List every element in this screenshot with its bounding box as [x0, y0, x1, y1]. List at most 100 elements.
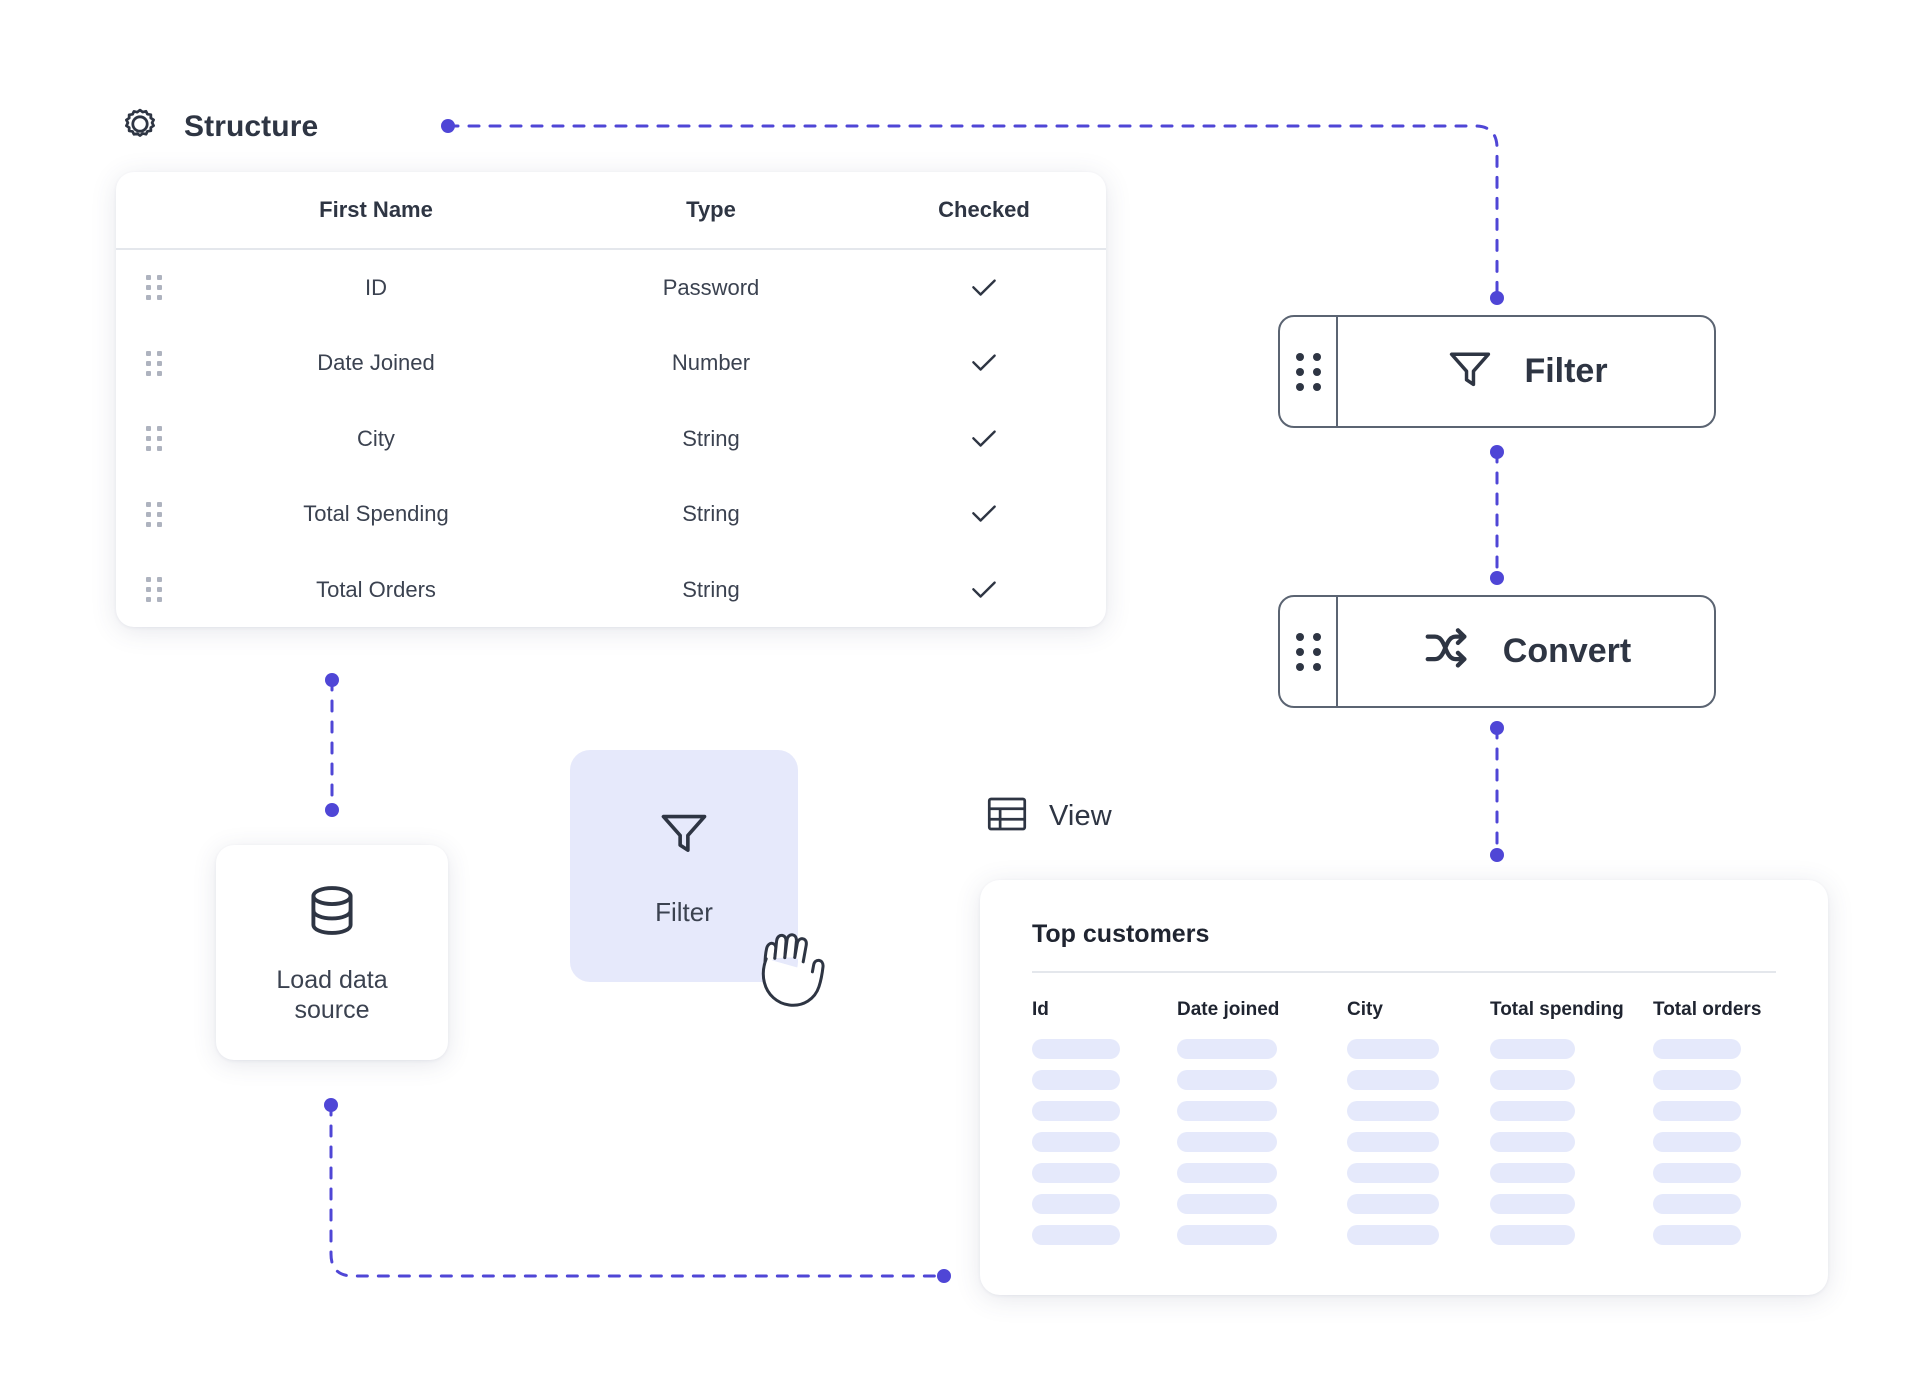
- check-icon[interactable]: [862, 573, 1106, 607]
- skeleton-bar: [1032, 1101, 1120, 1121]
- skeleton-column-total-orders: [1653, 1039, 1773, 1256]
- skeleton-column-date-joined: [1177, 1039, 1332, 1256]
- table-row[interactable]: Date Joined Number: [116, 326, 1106, 402]
- skeleton-bar: [1347, 1225, 1439, 1245]
- shuffle-icon: [1421, 622, 1475, 681]
- check-icon[interactable]: [862, 271, 1106, 305]
- cell-type: String: [682, 425, 740, 451]
- skeleton-bar: [1347, 1101, 1439, 1121]
- flow-node-convert-body[interactable]: Convert: [1338, 597, 1714, 706]
- skeleton-bar: [1653, 1132, 1741, 1152]
- grabbing-hand-cursor: [750, 912, 842, 1021]
- column-header-date-joined: Date joined: [1177, 999, 1280, 1020]
- skeleton-column-city: [1347, 1039, 1475, 1256]
- gear-icon: [116, 100, 164, 153]
- drag-handle-icon[interactable]: [116, 275, 192, 301]
- skeleton-bar: [1347, 1194, 1439, 1214]
- cell-first-name: ID: [365, 274, 387, 300]
- table-row[interactable]: Total Spending String: [116, 477, 1106, 553]
- skeleton-bar: [1490, 1101, 1575, 1121]
- flow-node-filter-label: Filter: [1524, 352, 1608, 390]
- view-title: View: [1049, 800, 1112, 832]
- flow-node-convert-label: Convert: [1502, 632, 1632, 670]
- skeleton-bar: [1177, 1101, 1277, 1121]
- cell-first-name: Date Joined: [317, 350, 435, 376]
- drag-handle-icon[interactable]: [116, 501, 192, 527]
- skeleton-bar: [1032, 1070, 1120, 1090]
- table-row[interactable]: ID Password: [116, 250, 1106, 326]
- connector-dot: [1490, 291, 1504, 305]
- database-icon: [301, 880, 363, 947]
- skeleton-bar: [1032, 1039, 1120, 1059]
- load-data-source-label-line1: Load data: [276, 965, 388, 994]
- skeleton-bar: [1653, 1194, 1741, 1214]
- flow-node-filter-body[interactable]: Filter: [1338, 317, 1714, 426]
- connector-dot: [324, 1098, 338, 1112]
- column-header-total-orders: Total orders: [1653, 999, 1762, 1020]
- skeleton-bar: [1032, 1132, 1120, 1152]
- skeleton-bar: [1347, 1039, 1439, 1059]
- flow-node-convert[interactable]: Convert: [1278, 595, 1716, 708]
- skeleton-bar: [1653, 1225, 1741, 1245]
- cell-first-name: City: [357, 425, 395, 451]
- table-row[interactable]: City String: [116, 401, 1106, 477]
- load-data-source-label-line2: source: [294, 996, 370, 1024]
- skeleton-column-id: [1032, 1039, 1162, 1256]
- column-header-total-spending: Total spending: [1490, 999, 1624, 1020]
- cell-type: String: [682, 501, 740, 527]
- cell-type: Number: [671, 350, 751, 376]
- connector-dot: [1490, 848, 1504, 862]
- column-header-id: Id: [1032, 999, 1049, 1020]
- skeleton-bar: [1177, 1132, 1277, 1152]
- top-customers-table: Id Date joined City Total spending Total…: [1032, 999, 1776, 1256]
- check-icon[interactable]: [862, 497, 1106, 531]
- connector-dot: [325, 673, 339, 687]
- cell-first-name: Total Spending: [303, 501, 449, 527]
- connector-dot: [937, 1269, 951, 1283]
- load-data-source-label: Load data source: [276, 965, 387, 1026]
- connector-dot: [1490, 571, 1504, 585]
- draggable-filter-chip-label: Filter: [655, 897, 713, 927]
- grip-dots-icon[interactable]: [1280, 597, 1338, 706]
- top-customers-title: Top customers: [1032, 920, 1210, 948]
- drag-handle-icon[interactable]: [116, 426, 192, 452]
- connector-dot: [325, 803, 339, 817]
- funnel-icon: [655, 804, 713, 867]
- grip-dots-icon[interactable]: [1280, 317, 1338, 426]
- skeleton-bar: [1177, 1039, 1277, 1059]
- skeleton-bar: [1347, 1132, 1439, 1152]
- drag-handle-icon[interactable]: [116, 577, 192, 603]
- skeleton-bar: [1490, 1163, 1575, 1183]
- check-icon[interactable]: [862, 346, 1106, 380]
- skeleton-bar: [1653, 1039, 1741, 1059]
- table-icon: [985, 795, 1029, 838]
- check-icon[interactable]: [862, 422, 1106, 456]
- skeleton-bar: [1490, 1039, 1575, 1059]
- cell-type: String: [682, 576, 740, 602]
- skeleton-bar: [1177, 1225, 1277, 1245]
- skeleton-bar: [1347, 1070, 1439, 1090]
- skeleton-bar: [1347, 1163, 1439, 1183]
- column-header-first-name: First Name: [319, 197, 433, 222]
- column-header-checked: Checked: [938, 197, 1030, 222]
- drag-handle-icon[interactable]: [116, 350, 192, 376]
- connector-dot: [1490, 721, 1504, 735]
- structure-section-header: Structure: [116, 100, 318, 153]
- structure-title: Structure: [184, 109, 319, 143]
- skeleton-bar: [1177, 1163, 1277, 1183]
- divider: [1032, 971, 1776, 973]
- flow-node-load-data-source[interactable]: Load data source: [216, 845, 448, 1060]
- funnel-icon: [1444, 343, 1496, 400]
- flow-node-filter[interactable]: Filter: [1278, 315, 1716, 428]
- draggable-filter-chip[interactable]: Filter: [570, 750, 798, 982]
- skeleton-bar: [1490, 1070, 1575, 1090]
- skeleton-bar: [1653, 1070, 1741, 1090]
- skeleton-bar: [1490, 1194, 1575, 1214]
- cell-type: Password: [662, 274, 760, 300]
- skeleton-bar: [1490, 1225, 1575, 1245]
- skeleton-bar: [1653, 1101, 1741, 1121]
